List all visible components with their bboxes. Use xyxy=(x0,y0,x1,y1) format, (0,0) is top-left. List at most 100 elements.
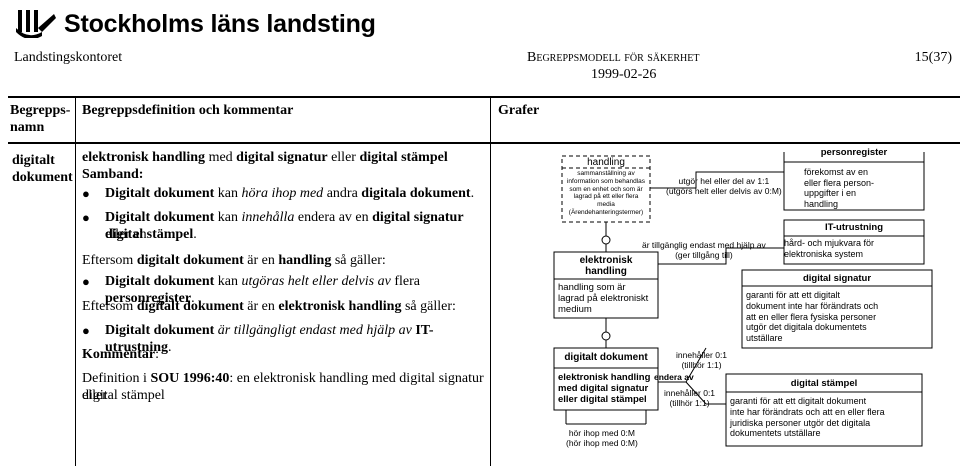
term-name: digitalt dokument xyxy=(12,153,73,185)
landsting-crown-icon xyxy=(16,10,56,38)
digital-signatur-desc: garanti för att ett digitalt dokument in… xyxy=(746,290,879,344)
text: eller en xyxy=(105,227,147,242)
page-number: 15(37) xyxy=(914,50,952,65)
text: Eftersom xyxy=(82,253,137,268)
inheritance-circle-2 xyxy=(601,331,611,341)
relation-bullet-3: Digitalt dokument kan utgöras helt eller… xyxy=(105,273,490,307)
elektronisk-handling-desc: handling som är lagrad på elektroniskt m… xyxy=(558,282,649,315)
relation-tillganglig-label: är tillgänglig endast med hjälp av (ger … xyxy=(642,240,766,260)
digitalt-dokument-desc: elektronisk handling med digital signatu… xyxy=(558,372,651,405)
relation-utgors-label: utgör hel eller del av 1:1 (utgörs helt … xyxy=(666,176,782,196)
inheritance-paragraph-1: Eftersom digitalt dokument är en handlin… xyxy=(82,252,492,269)
relation-innehaller-1-label: innehåller 0:1 (tillhör 1:1) xyxy=(676,350,728,370)
relation: är tillgängligt endast med hjälp av xyxy=(214,323,412,338)
sou-definition: Definition i SOU 1996:40: en elektronisk… xyxy=(82,370,492,404)
text: Definition i xyxy=(82,371,151,386)
bullet-dot: ● xyxy=(82,274,90,289)
innehaller-stampel-line xyxy=(685,381,726,405)
table-header-divider xyxy=(8,142,960,144)
digitalt-dokument-box xyxy=(553,347,659,411)
diagram-lines xyxy=(553,152,933,447)
text: andra xyxy=(323,186,362,201)
term: elektronisk handling xyxy=(278,299,402,314)
digital-stampel-box xyxy=(725,373,923,447)
table-top-border xyxy=(8,96,960,98)
relation: höra ihop med xyxy=(241,186,324,201)
concept-diagram: handling sammanställning av information … xyxy=(546,147,960,466)
term: digitala dokument xyxy=(361,186,471,201)
term: Digitalt dokument xyxy=(105,323,215,338)
text: : xyxy=(155,347,159,362)
term-digital-stampel: digital stämpel xyxy=(359,150,448,165)
relation-bullet-2: Digitalt dokument kan innehålla endera a… xyxy=(105,209,490,243)
text: . xyxy=(191,291,195,306)
label: Kommentar xyxy=(82,347,156,362)
kommentar-label: Kommentar: xyxy=(82,346,492,363)
text: : en elektronisk handling med digital si… xyxy=(82,371,484,403)
relation-bullet-2-cont: digital stämpel. xyxy=(105,226,490,243)
term: digital stämpel xyxy=(105,227,194,242)
text: flera xyxy=(390,274,420,289)
digital-stampel-desc: garanti för att ett digitalt dokument in… xyxy=(730,396,885,439)
relation: utgöras helt eller delvis av xyxy=(241,274,391,289)
term: digitalt dokument xyxy=(136,299,244,314)
utgors-line xyxy=(650,171,784,189)
document-title: Begreppsmodell för säkerhet xyxy=(527,50,700,65)
sou-reference: SOU 1996:40 xyxy=(150,371,230,386)
text: . xyxy=(193,227,197,242)
personregister-title: personregister xyxy=(820,147,888,158)
digital-signatur-box xyxy=(741,269,933,349)
col-header-term: Begrepps- namn xyxy=(10,103,71,135)
tillganglig-line xyxy=(658,247,784,265)
bullet-dot: ● xyxy=(82,210,90,225)
term: digitalt dokument xyxy=(136,253,244,268)
digital-signatur-title: digital signatur xyxy=(802,273,872,284)
relation-bullet-1: Digitalt dokument kan höra ihop med andr… xyxy=(105,185,490,202)
text: så gäller: xyxy=(331,253,386,268)
definition-line: elektronisk handling med digital signatu… xyxy=(82,149,492,166)
it-utrustning-desc: hård- och mjukvara för elektroniska syst… xyxy=(784,238,875,259)
document-date: 1999-02-26 xyxy=(591,67,657,82)
term: Digitalt dokument xyxy=(105,274,215,289)
relation: innehålla xyxy=(241,210,295,225)
handling-title: handling xyxy=(587,157,625,168)
it-utrustning-box xyxy=(783,219,925,265)
term-digital-signatur: digital signatur xyxy=(236,150,328,165)
relation-endera-label: endera av xyxy=(654,372,694,382)
logo-text: Stockholms läns landsting xyxy=(64,10,376,38)
term: Digitalt dokument xyxy=(105,210,215,225)
text: eller xyxy=(327,150,360,165)
text: . xyxy=(470,186,475,201)
inheritance-paragraph-2: Eftersom digitalt dokument är en elektro… xyxy=(82,298,492,315)
term: handling xyxy=(278,253,332,268)
term: personregister xyxy=(105,291,192,306)
personregister-box xyxy=(783,152,925,211)
text: kan xyxy=(214,274,242,289)
text: med xyxy=(205,150,237,165)
text: kan xyxy=(214,210,242,225)
text: är en xyxy=(243,253,279,268)
personregister-desc: förekomst av en eller flera person- uppg… xyxy=(804,167,875,209)
bullet-dot: ● xyxy=(82,323,90,338)
term: Digitalt dokument xyxy=(105,186,215,201)
digitalt-dokument-title: digitalt dokument xyxy=(564,352,648,363)
elektronisk-handling-title: elektronisk handling xyxy=(579,255,633,277)
relation-hor-ihop-label: hör ihop med 0:M (hör ihop med 0:M) xyxy=(566,428,638,448)
it-utrustning-title: IT-utrustning xyxy=(824,222,884,233)
text: endera av en xyxy=(294,210,373,225)
handling-desc: sammanställning av information som behan… xyxy=(566,170,646,216)
table-col-divider-2 xyxy=(490,96,491,466)
inheritance-circle-1 xyxy=(601,235,611,245)
text: Eftersom xyxy=(82,299,137,314)
text: så gäller: xyxy=(401,299,456,314)
text: kan xyxy=(214,186,242,201)
term-elektronisk-handling: elektronisk handling xyxy=(82,150,206,165)
sou-definition-cont: digital stämpel xyxy=(82,388,165,403)
logo: Stockholms läns landsting xyxy=(14,4,376,38)
text: är en xyxy=(243,299,279,314)
relation-innehaller-2-label: innehåller 0:1 (tillhör 1:1) xyxy=(664,388,716,408)
digital-stampel-title: digital stämpel xyxy=(790,378,858,389)
office-name: Landstingskontoret xyxy=(14,50,123,65)
samband-label: Samband: xyxy=(82,167,144,182)
relation-bullet-4: Digitalt dokument är tillgängligt endast… xyxy=(105,322,490,356)
